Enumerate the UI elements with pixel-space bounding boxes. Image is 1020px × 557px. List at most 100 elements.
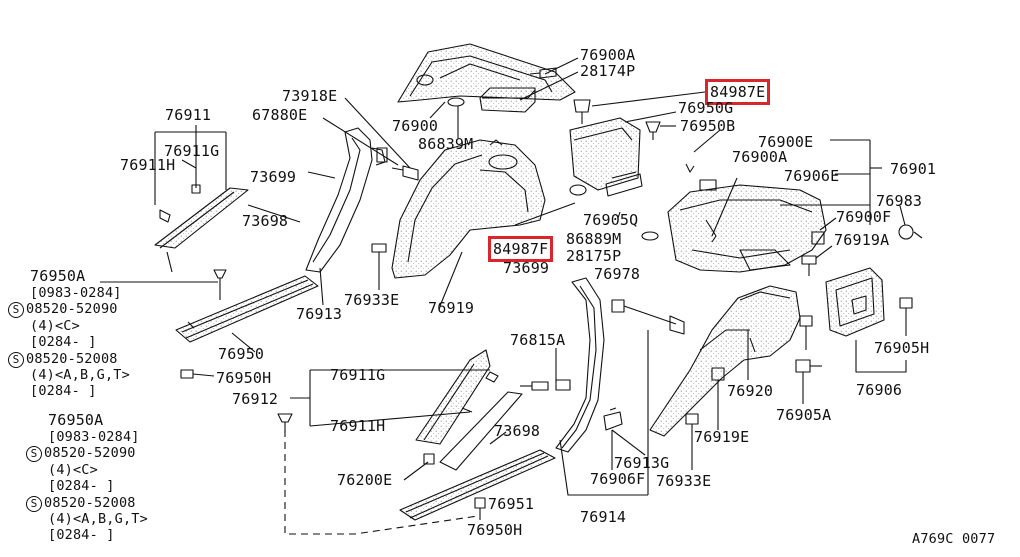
part-76983-grommet [898,224,923,240]
part-76906-housing [825,267,885,337]
s-symbol: S [26,446,42,462]
label-84987E-highlighted: 84987E [704,79,771,105]
label-28174P: 28174P [580,62,636,80]
s-symbol: S [8,352,24,368]
part-76913-pillar-trim [305,127,388,273]
part-73918E-clip [391,165,419,181]
part-76978-clip [611,299,685,335]
label-76950B: 76950B [680,117,736,135]
s-symbol: S [26,496,42,512]
part-76950A-screw-b [277,413,293,432]
label-76933E-left: 76933E [344,291,400,309]
part-76919-quarter-trim [391,139,546,279]
label-76900A: 76900A [580,46,636,64]
note-b-s2-range: [0284- ] [48,527,115,543]
part-76900F-clip [811,231,825,245]
part-73699-center-pillar [555,277,605,453]
label-76983: 76983 [876,192,923,210]
part-76950H-fastener-a [180,369,215,379]
label-76933E-right: 76933E [656,472,712,490]
label-76950A-b: 76950A [48,411,104,429]
label-76900A-right: 76900A [732,148,788,166]
part-76905A-screw [795,359,822,404]
label-76906F: 76906F [590,470,646,488]
part-76901-quarter-panel [667,184,827,273]
part-76815A-screws [520,348,571,391]
note-a-s2-range: [0284- ] [30,383,97,399]
label-73699-top: 73699 [250,168,297,186]
part-86889M-clip [641,231,659,241]
part-76933E-clip-b [685,413,699,470]
part-76950A-screw-a [213,269,227,300]
label-76919E: 76919E [694,428,750,446]
part-76900A-screw-b [685,163,717,191]
label-86839M: 86839M [418,135,474,153]
label-67880E: 67880E [252,106,308,124]
part-84987E-clip [573,99,591,124]
part-86839M-grommet [447,97,465,107]
label-76900E: 76900E [758,133,814,151]
label-86889M: 86889M [566,230,622,248]
part-76920-rear-trim [649,285,801,437]
label-76950H-a: 76950H [216,369,272,387]
part-76919A-screw [801,255,817,276]
label-76913G: 76913G [614,454,670,472]
part-76905Q-bracket [569,117,643,197]
part-76200E-clip [423,453,435,465]
label-76911G-bottom: 76911G [330,366,386,384]
s-symbol: S [8,302,24,318]
label-76911G-top: 76911G [164,142,220,160]
label-76906E: 76906E [784,167,840,185]
label-76815A: 76815A [510,331,566,349]
label-73698-bottom: 73698 [494,422,541,440]
label-76905A: 76905A [776,406,832,424]
note-a-s1-range: [0284- ] [30,334,97,350]
note-a-s1-qty: (4)<C> [30,318,80,334]
part-76905H-screw [899,297,913,336]
label-76951: 76951 [488,495,535,513]
label-76919: 76919 [428,299,475,317]
label-73699-mid: 73699 [503,259,550,277]
part-28174P-cover [479,87,536,113]
label-73918E: 73918E [282,87,338,105]
label-76950H-b: 76950H [467,521,523,539]
part-76913G-clip [603,407,623,431]
part-76950H-fastener-b [474,497,486,520]
label-76901: 76901 [890,160,937,178]
label-76950G: 76950G [678,99,734,117]
label-76913-left: 76913 [296,305,343,323]
label-76919A: 76919A [834,231,890,249]
note-b-s1-qty: (4)<C> [48,462,98,478]
label-76950A-a: 76950A [30,267,86,285]
part-76919E-clip [711,367,725,430]
label-28175P: 28175P [566,247,622,265]
part-76900A-screw [529,67,557,79]
label-76200E: 76200E [337,471,393,489]
label-76905Q: 76905Q [583,211,639,229]
part-84987F-grommet [569,184,587,196]
label-76900: 76900 [392,117,439,135]
label-76900F: 76900F [836,208,892,226]
label-76950: 76950 [218,345,265,363]
label-76914: 76914 [580,508,627,526]
part-76950B-clip [645,121,676,140]
label-76912: 76912 [232,390,279,408]
note-b-s1-range: [0284- ] [48,478,115,494]
drawing-code: A769C 0077 [912,531,996,547]
note-a-range: [0983-0284] [30,285,122,301]
part-76911-upper-trim [154,184,249,273]
part-76933E-clip-a [371,243,387,290]
label-76911: 76911 [165,106,212,124]
part-76912-lower-trim [415,349,523,471]
part-76951-lower-sill [399,449,556,521]
note-b-s2-qty: (4)<A,B,G,T> [48,511,148,527]
note-b-range: [0983-0284] [48,429,140,445]
label-76906: 76906 [856,381,903,399]
label-76911H-top: 76911H [120,156,176,174]
